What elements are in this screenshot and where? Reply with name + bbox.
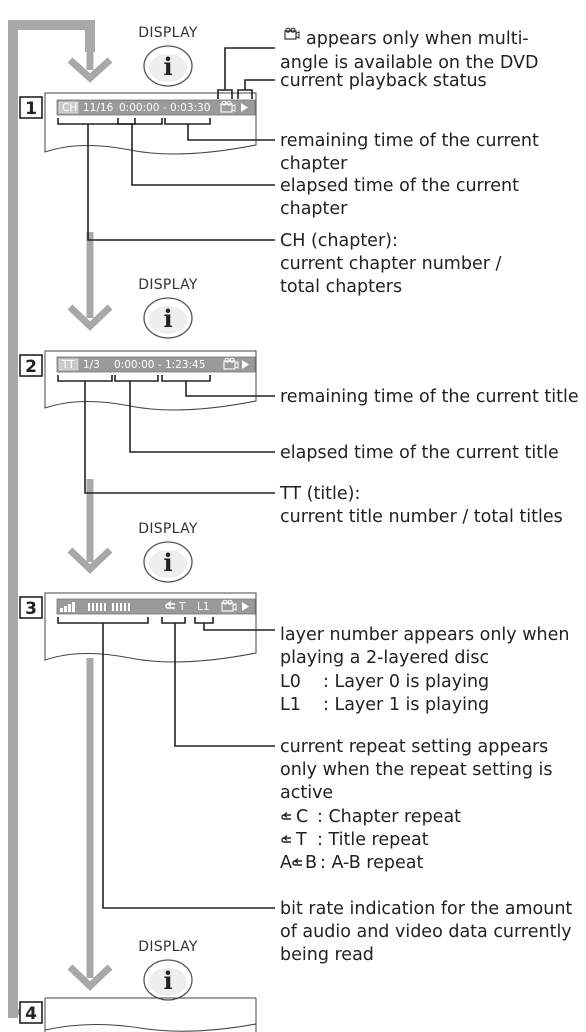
display-label: DISPLAY (138, 939, 198, 955)
osd-screen-3: T L1 (44, 592, 257, 663)
tt-note-2: current title number / total titles (280, 507, 563, 527)
step-4-box: 4 (19, 1001, 43, 1024)
repeat-note-1: current repeat setting appears (280, 737, 548, 757)
bitrate-bars (88, 603, 130, 611)
play-icon (242, 360, 249, 369)
info-icon: i (163, 966, 172, 995)
repeat-c-key: C (296, 807, 308, 827)
camera-icon (284, 27, 300, 40)
bitrate-icon (60, 602, 75, 612)
ch-note-2: current chapter number / (280, 254, 501, 274)
repeat-t-desc: : Title repeat (317, 830, 429, 850)
down-arrow-icon (67, 232, 113, 331)
play-icon (241, 103, 248, 112)
title-elapsed-note: elapsed time of the current title (280, 443, 559, 463)
display-button-1: DISPLAY i (138, 25, 198, 87)
title-remaining-note: remaining time of the current title (280, 387, 579, 407)
tt-note-1: TT (title): (279, 484, 360, 504)
osd-screen-4 (44, 997, 257, 1032)
chapter-time: 0:00:00 - 0:03:30 (119, 102, 210, 114)
bitrate-note-3: being read (280, 945, 374, 965)
svg-text:3: 3 (25, 599, 37, 619)
layer-note-1: layer number appears only when (280, 625, 569, 645)
svg-text:1: 1 (25, 99, 37, 119)
osd-layer: L1 (197, 601, 210, 613)
angle-note-1: appears only when multi- (306, 29, 529, 49)
display-label: DISPLAY (138, 277, 198, 293)
repeat-icon (281, 811, 292, 820)
loop-line (8, 20, 95, 1018)
repeat-ab-key-b: B (305, 853, 317, 873)
title-time: 0:00:00 - 1:23:45 (114, 359, 205, 371)
play-icon (242, 602, 249, 611)
elapsed-note-2: chapter (280, 199, 348, 219)
osd-repeat: T (178, 601, 186, 613)
svg-text:2: 2 (25, 357, 37, 377)
svg-text:4: 4 (25, 1004, 37, 1024)
step-3-box: 3 (19, 596, 43, 619)
repeat-icon (292, 857, 303, 866)
display-button-3: DISPLAY i (138, 521, 198, 583)
l0-key: L0 (280, 672, 301, 692)
repeat-note-2: only when the repeat setting is (280, 760, 553, 780)
remaining-note-1: remaining time of the current (280, 131, 539, 151)
ch-badge: CH (62, 102, 77, 114)
ch-note-1: CH (chapter): (280, 231, 398, 251)
info-icon: i (163, 52, 172, 81)
down-arrow-icon (67, 658, 113, 991)
bitrate-note-2: of audio and video data currently (280, 922, 572, 942)
angle-note-2: angle is available on the DVD (280, 53, 538, 73)
status-note: current playback status (280, 71, 487, 91)
display-button-4: DISPLAY i (138, 939, 198, 1001)
info-icon: i (163, 548, 172, 577)
chapter-number: 11/16 (83, 102, 114, 114)
step-1-box: 1 (19, 96, 43, 119)
layer-note-2: playing a 2-layered disc (280, 648, 489, 668)
bitrate-note-1: bit rate indication for the amount (280, 899, 572, 919)
repeat-icon (281, 834, 292, 843)
l0-desc: : Layer 0 is playing (323, 672, 489, 692)
display-label: DISPLAY (138, 521, 198, 537)
display-button-2: DISPLAY i (138, 277, 198, 339)
down-arrow-icon (67, 30, 113, 83)
remaining-note-2: chapter (280, 154, 348, 174)
l1-desc: : Layer 1 is playing (323, 695, 489, 715)
repeat-ab-key-a: A (280, 853, 292, 873)
repeat-note-3: active (280, 783, 333, 803)
repeat-t-key: T (295, 830, 307, 850)
repeat-c-desc: : Chapter repeat (317, 807, 461, 827)
elapsed-note-1: elapsed time of the current (280, 176, 519, 196)
step-2-box: 2 (19, 354, 43, 377)
title-number: 1/3 (83, 359, 100, 371)
repeat-ab-desc: : A-B repeat (320, 853, 423, 873)
tt-badge: TT (61, 359, 75, 371)
ch-note-3: total chapters (280, 277, 402, 297)
l1-key: L1 (280, 695, 301, 715)
display-label: DISPLAY (138, 25, 198, 41)
info-icon: i (163, 304, 172, 333)
